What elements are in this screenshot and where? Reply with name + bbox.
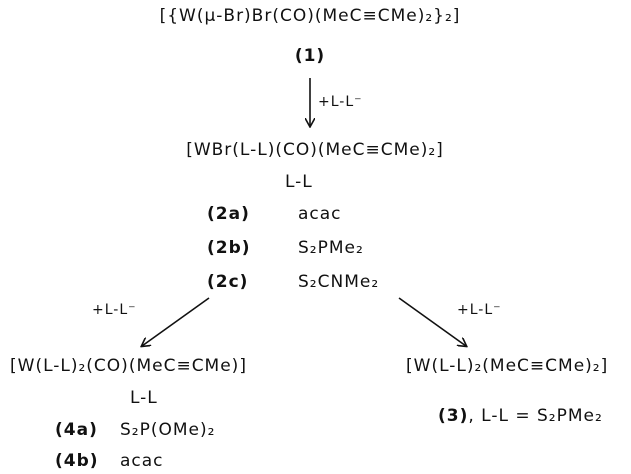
label-2a: (2a) xyxy=(207,204,250,224)
right-product-note: , L-L = S₂PMe₂ xyxy=(468,406,603,426)
start-formula: [{W(μ-Br)Br(CO)(MeC≡CMe)₂}₂] xyxy=(159,6,461,26)
left-ll-header: L-L xyxy=(130,388,158,408)
left-product-formula: [W(L-L)₂(CO)(MeC≡CMe)] xyxy=(10,356,247,376)
ligand-2a: acac xyxy=(298,204,342,224)
ligand-2c: S₂CNMe₂ xyxy=(298,272,380,292)
right-product-formula: [W(L-L)₂(MeC≡CMe)₂] xyxy=(406,356,609,376)
label-3: (3) xyxy=(438,406,469,426)
label-2c: (2c) xyxy=(207,272,249,292)
step1-reagent: +L-L⁻ xyxy=(318,94,363,110)
right-product-line: (3), L-L = S₂PMe₂ xyxy=(438,406,603,426)
start-label: (1) xyxy=(294,46,326,66)
label-4b: (4b) xyxy=(55,451,99,471)
arrow-right-branch xyxy=(398,297,466,346)
intermediate-ll-header: L-L xyxy=(285,172,313,192)
ligand-2b: S₂PMe₂ xyxy=(298,238,364,258)
ligand-4a: S₂P(OMe)₂ xyxy=(120,420,216,440)
left-reagent: +L-L⁻ xyxy=(92,302,137,318)
label-2b: (2b) xyxy=(207,238,251,258)
ligand-4b: acac xyxy=(120,451,164,471)
label-4a: (4a) xyxy=(55,420,98,440)
intermediate-formula: [WBr(L-L)(CO)(MeC≡CMe)₂] xyxy=(186,140,444,160)
arrow-left-branch xyxy=(142,297,210,346)
right-reagent: +L-L⁻ xyxy=(457,302,502,318)
